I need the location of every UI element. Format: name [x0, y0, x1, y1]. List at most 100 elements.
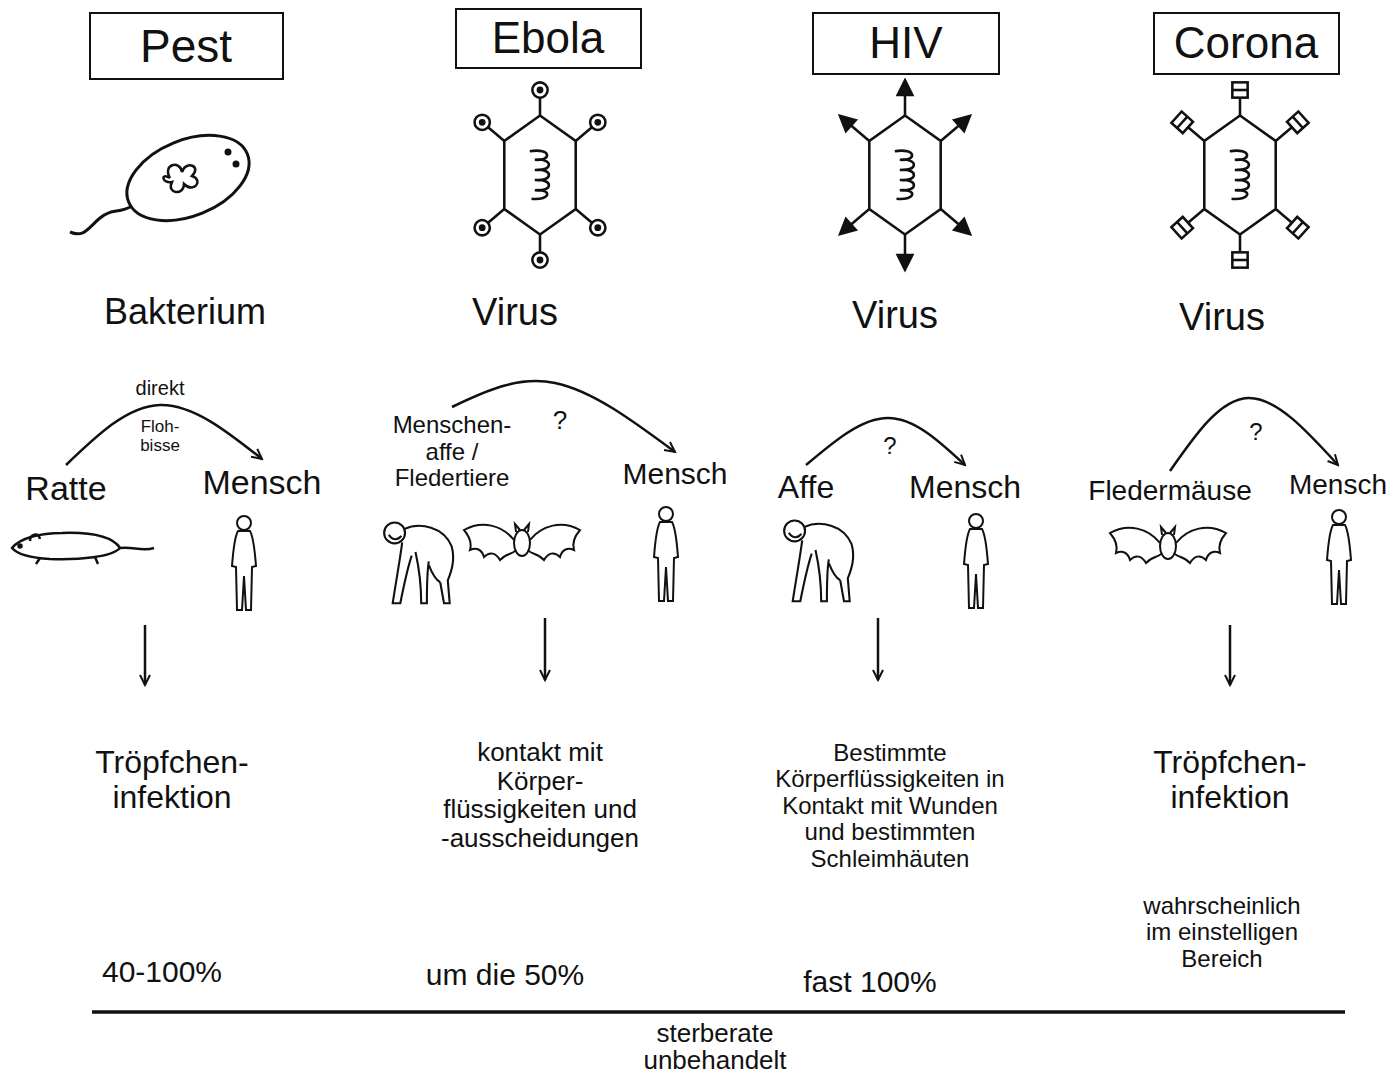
corona-virus-icon [1287, 217, 1309, 239]
ape-drawing [784, 520, 853, 601]
organism-type: Bakterium [104, 292, 267, 332]
host-name: Fledermäuse [1088, 476, 1251, 507]
transmission-route: Bestimmte Körperflüssigkeiten in Kontakt… [765, 740, 1015, 872]
host-label: Menschen- affe / Fledertiere [382, 410, 522, 494]
bacterium-icon [114, 119, 261, 237]
down-arrow [144, 625, 147, 685]
corona-virus-icon [1232, 82, 1247, 97]
corona-virus-icon [1293, 222, 1303, 233]
corona-virus-icon [1287, 111, 1309, 133]
ebola-virus-icon [532, 82, 547, 97]
corona-virus-icon [1171, 111, 1193, 133]
host-name: Mensch [909, 470, 1021, 505]
ebola-virus-icon [480, 226, 484, 230]
bacterium-icon [70, 206, 132, 234]
ebola-virus-icon [596, 120, 600, 124]
hiv-virus-icon [954, 219, 976, 241]
ebola-virus-icon [538, 88, 542, 92]
disease-title-box: Corona [1153, 12, 1340, 75]
corona-virus-icon [1232, 259, 1247, 262]
bacterium-icon [163, 165, 197, 192]
hiv-virus-icon [835, 80, 976, 270]
ebola-virus-icon [596, 226, 600, 230]
corona-virus-icon [1177, 222, 1187, 233]
host-label: Fledermäuse [1086, 474, 1254, 509]
corona-virus-icon [1293, 117, 1303, 128]
ape-drawing [384, 522, 453, 603]
disease-name: HIV [869, 19, 942, 67]
host-label: Mensch [200, 462, 324, 504]
mortality-rate: fast 100% [803, 965, 937, 998]
hiv-virus-icon [954, 110, 976, 132]
corona-virus-icon [1171, 111, 1193, 133]
hiv-virus-icon [847, 90, 963, 260]
disease-name: Corona [1174, 19, 1318, 67]
host-label: Mensch [620, 455, 730, 492]
ebola-virus-icon [532, 252, 547, 267]
ebola-virus-icon [475, 82, 606, 267]
rat-drawing [36, 557, 98, 564]
host-name: Mensch [202, 464, 321, 501]
mortality-rate: 40-100% [102, 955, 223, 988]
host-name: Ratte [25, 470, 106, 507]
hiv-virus-icon [954, 219, 976, 241]
organism-type: Virus [472, 292, 558, 334]
hiv-virus-icon [835, 219, 857, 241]
bat-drawing [464, 524, 580, 560]
rat-drawing [30, 535, 40, 541]
transmission-route: Tröpfchen- infektion [1135, 745, 1325, 815]
mortality-rate: wahrscheinlich im einstelligen Bereich [1137, 893, 1307, 972]
human-figure [964, 514, 988, 608]
disease-title-box: HIV [812, 12, 1000, 75]
host-name: Menschen- affe / Fledertiere [384, 412, 520, 491]
corona-virus-icon [1171, 82, 1308, 267]
down-arrow [544, 618, 547, 680]
disease-title-box: Ebola [455, 8, 642, 69]
bacterium-icon [70, 119, 262, 237]
human-figure [1327, 510, 1351, 604]
edge-label: ? [880, 433, 899, 459]
host-label: Mensch [1287, 468, 1390, 503]
corona-virus-icon [1177, 117, 1187, 128]
host-label: Mensch [907, 468, 1024, 508]
edge-label: direkt [133, 377, 188, 399]
ebola-virus-icon [475, 220, 490, 235]
rat-drawing [12, 533, 120, 559]
hiv-virus-icon [897, 255, 912, 270]
ebola-virus-icon [538, 258, 542, 262]
hiv-virus-icon [897, 80, 912, 95]
bacterium-icon [226, 150, 230, 154]
disease-title-box: Pest [89, 12, 284, 80]
hiv-virus-icon [897, 80, 912, 95]
transmission-route: Tröpfchen- infektion [77, 745, 267, 815]
hiv-virus-icon [897, 255, 912, 270]
host-name: Mensch [1289, 470, 1387, 501]
bacterium-icon [234, 162, 238, 166]
ebola-virus-icon [475, 115, 490, 130]
hiv-virus-icon [835, 110, 857, 132]
host-name: Mensch [622, 457, 727, 490]
human-figure [232, 516, 256, 610]
host-label: Affe [776, 468, 837, 508]
disease-name: Pest [140, 21, 232, 72]
corona-virus-icon [1287, 217, 1309, 239]
ebola-virus-icon [482, 90, 598, 260]
mortality-rate: um die 50% [426, 958, 585, 991]
corona-virus-icon [1232, 252, 1247, 267]
corona-virus-icon [1171, 217, 1193, 239]
organism-type: Virus [852, 295, 938, 337]
bat-drawing [1110, 527, 1226, 563]
ebola-virus-icon [590, 115, 605, 130]
transmission-route: kontakt mit Körper- flüssigkeiten und -a… [438, 738, 643, 852]
corona-virus-icon [1171, 217, 1193, 239]
ebola-virus-icon [590, 220, 605, 235]
rat-drawing [120, 548, 154, 550]
corona-virus-icon [1232, 252, 1247, 267]
rat-drawing [12, 533, 154, 564]
disease-name: Ebola [492, 14, 605, 62]
organism-type: Virus [1179, 297, 1265, 339]
edge-label: ? [1246, 419, 1265, 445]
transmission-arrow [66, 405, 262, 465]
corona-virus-icon [1287, 111, 1309, 133]
transmission-note: Floh- bisse [130, 418, 190, 455]
